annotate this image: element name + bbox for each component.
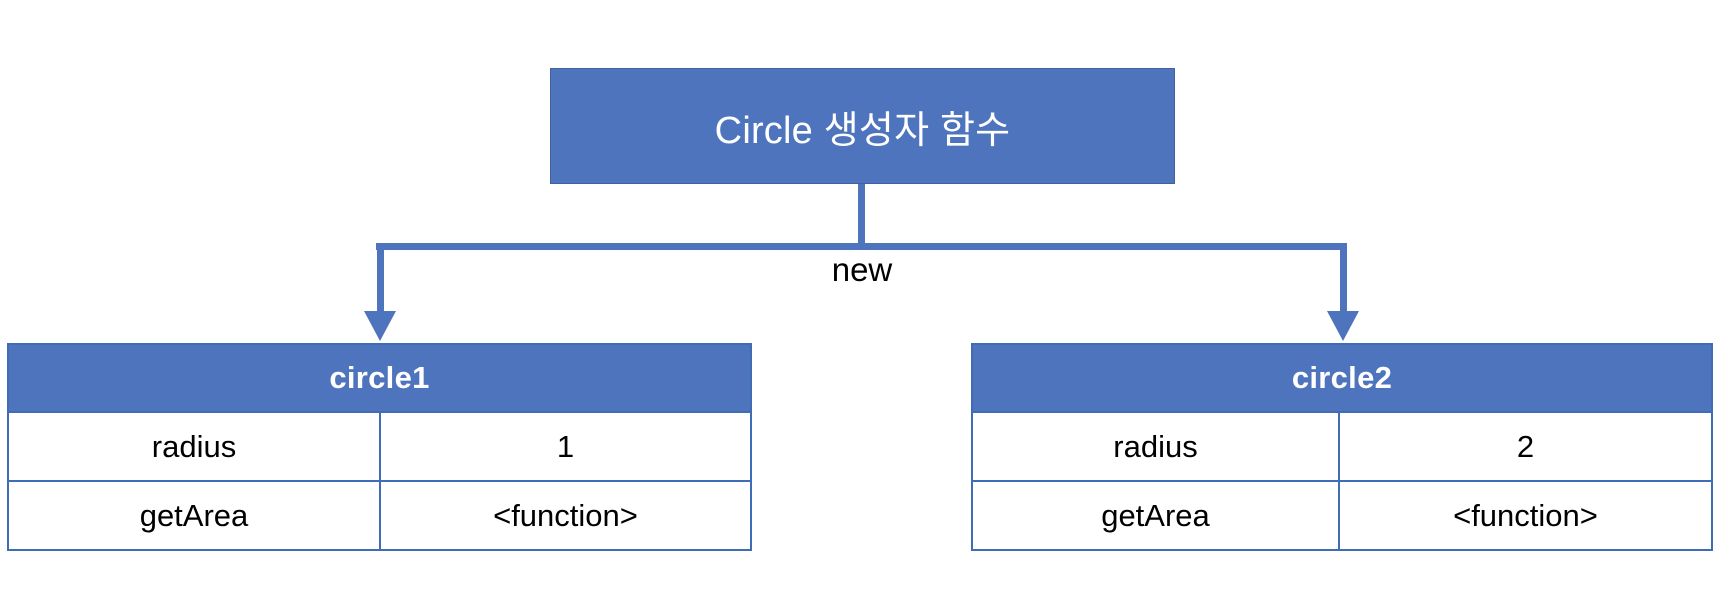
property-key: getArea [9, 482, 381, 549]
constructor-function-label: Circle 생성자 함수 [714, 109, 1011, 152]
table-row: radius 1 [9, 413, 750, 482]
constructor-function-box: Circle 생성자 함수 [550, 68, 1175, 184]
property-key: getArea [973, 482, 1340, 549]
property-value: <function> [1453, 497, 1598, 533]
property-value: 1 [556, 428, 575, 464]
object-header-circle2: circle2 [973, 345, 1711, 413]
table-row: getArea <function> [9, 482, 750, 549]
arrowhead-circle2-icon [1327, 311, 1359, 341]
property-key: radius [9, 413, 381, 480]
connector-drop-circle2 [1340, 243, 1347, 313]
object-header-circle1: circle1 [9, 345, 750, 413]
connector-horizontal-bus [376, 243, 1347, 250]
object-table-circle2: circle2 radius 2 getArea <function> [971, 343, 1713, 551]
property-value: 2 [1516, 428, 1535, 464]
connector-drop-circle1 [377, 243, 384, 313]
table-row: getArea <function> [973, 482, 1711, 549]
connector-stem [858, 184, 865, 248]
object-table-circle1: circle1 radius 1 getArea <function> [7, 343, 752, 551]
table-row: radius 2 [973, 413, 1711, 482]
edge-label-new: new [831, 251, 893, 288]
property-value: <function> [493, 497, 638, 533]
object-name-label: circle2 [1291, 360, 1393, 395]
object-name-label: circle1 [329, 360, 430, 395]
property-key: radius [973, 413, 1340, 480]
arrowhead-circle1-icon [364, 311, 396, 341]
